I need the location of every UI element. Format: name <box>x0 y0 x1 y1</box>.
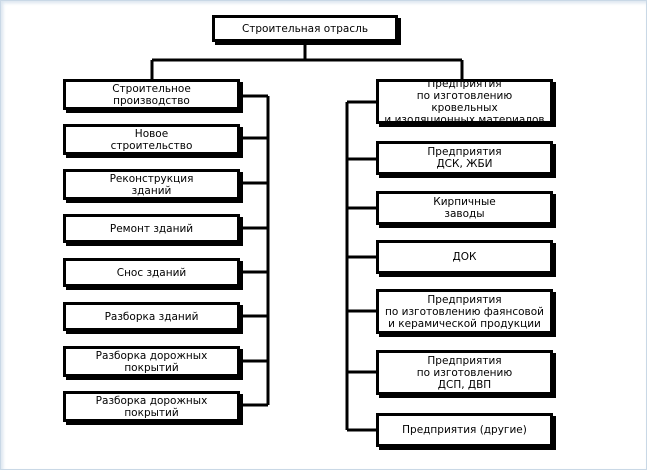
left-node-label: Разборка дорожных покрытий <box>95 349 208 374</box>
right-node-label: ДОК <box>452 251 477 263</box>
left-node-label: Реконструкция зданий <box>109 172 194 197</box>
right-node-label: Предприятия ДСК, ЖБИ <box>427 146 502 170</box>
right-node-other: Предприятия (другие) <box>376 413 553 447</box>
right-node-roofing-insulation: Предприятия по изготовлению кровельных и… <box>376 77 553 126</box>
root-label: Строительная отрасль <box>241 22 369 35</box>
left-node-reconstruction: Реконструкция зданий <box>63 169 240 200</box>
root-node: Строительная отрасль <box>212 15 398 42</box>
right-node-label: Предприятия по изготовлению фаянсовой и … <box>385 293 544 330</box>
left-node-dismantling-roads-2: Разборка дорожных покрытий <box>63 391 240 422</box>
right-node-faience-ceramic: Предприятия по изготовлению фаянсовой и … <box>376 289 553 334</box>
right-node-label: Предприятия по изготовлению кровельных и… <box>384 77 545 126</box>
left-node-construction-production: Строительное производство <box>63 79 240 110</box>
left-node-demolition: Снос зданий <box>63 258 240 287</box>
left-node-label: Разборка зданий <box>104 310 199 323</box>
left-node-label: Снос зданий <box>116 266 187 279</box>
left-node-label: Новое строительство <box>110 127 193 152</box>
right-node-brick-plants: Кирпичные заводы <box>376 191 553 225</box>
left-node-label: Строительное производство <box>112 82 191 107</box>
left-node-repair: Ремонт зданий <box>63 214 240 243</box>
right-node-dok: ДОК <box>376 240 553 274</box>
left-node-label: Разборка дорожных покрытий <box>95 394 208 419</box>
left-node-new-construction: Новое строительство <box>63 124 240 155</box>
right-node-dsk-zhbi: Предприятия ДСК, ЖБИ <box>376 141 553 175</box>
left-node-dismantling-buildings: Разборка зданий <box>63 302 240 331</box>
right-node-label: Предприятия (другие) <box>402 424 527 436</box>
left-node-dismantling-roads-1: Разборка дорожных покрытий <box>63 346 240 377</box>
right-node-label: Кирпичные заводы <box>433 196 496 220</box>
left-node-label: Ремонт зданий <box>109 222 194 235</box>
right-node-label: Предприятия по изготовлению ДСП, ДВП <box>416 354 513 391</box>
right-node-dsp-dvp: Предприятия по изготовлению ДСП, ДВП <box>376 350 553 395</box>
